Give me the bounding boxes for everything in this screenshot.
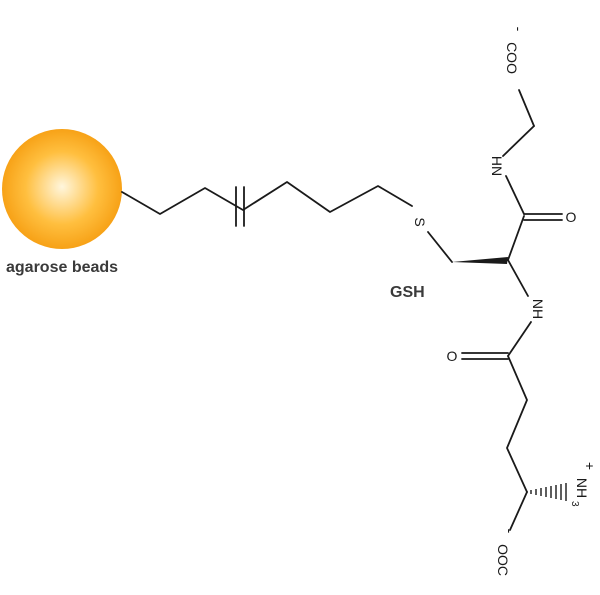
svg-text:-: - bbox=[502, 529, 518, 534]
svg-text:S: S bbox=[412, 217, 428, 226]
amide-bond-top bbox=[505, 175, 525, 215]
amide-nh-top: HN bbox=[489, 156, 505, 176]
svg-text:NH: NH bbox=[530, 299, 546, 319]
svg-text:NH: NH bbox=[574, 478, 590, 498]
svg-text:HN: HN bbox=[489, 156, 505, 176]
wedge-bond-cys bbox=[452, 257, 508, 264]
carbonyl-o-top: O bbox=[566, 209, 577, 225]
agarose-bead bbox=[2, 129, 122, 249]
gly-ch2-coo bbox=[518, 89, 535, 127]
svg-text:+: + bbox=[582, 462, 598, 470]
carboxylate-top: COO - bbox=[504, 27, 527, 74]
amine-nh3: NH 3 + bbox=[569, 462, 598, 507]
svg-text:OOC: OOC bbox=[495, 544, 511, 576]
cysteine-side-chain bbox=[427, 231, 453, 263]
cys-backbone-up bbox=[507, 215, 525, 261]
bead-caption: agarose beads bbox=[6, 259, 118, 276]
svg-text:-: - bbox=[511, 27, 527, 32]
svg-text:3: 3 bbox=[569, 501, 580, 507]
carbonyl-o-mid: O bbox=[447, 348, 458, 364]
glu-side-chain bbox=[506, 355, 528, 493]
gly-n-ch2 bbox=[502, 125, 535, 157]
glu-alpha-coo bbox=[509, 491, 528, 531]
molecule-name-label: GSH bbox=[390, 284, 425, 301]
amide-nh-mid: NH bbox=[530, 299, 546, 319]
svg-text:COO: COO bbox=[504, 42, 520, 74]
carboxylate-bottom: OOC - bbox=[495, 529, 518, 576]
cys-n-bond bbox=[507, 259, 529, 297]
hashed-wedge-nh3 bbox=[530, 483, 567, 501]
sulfur-atom: S bbox=[412, 217, 428, 226]
linker-chain bbox=[121, 181, 413, 215]
glu-amide-bond bbox=[507, 321, 532, 357]
